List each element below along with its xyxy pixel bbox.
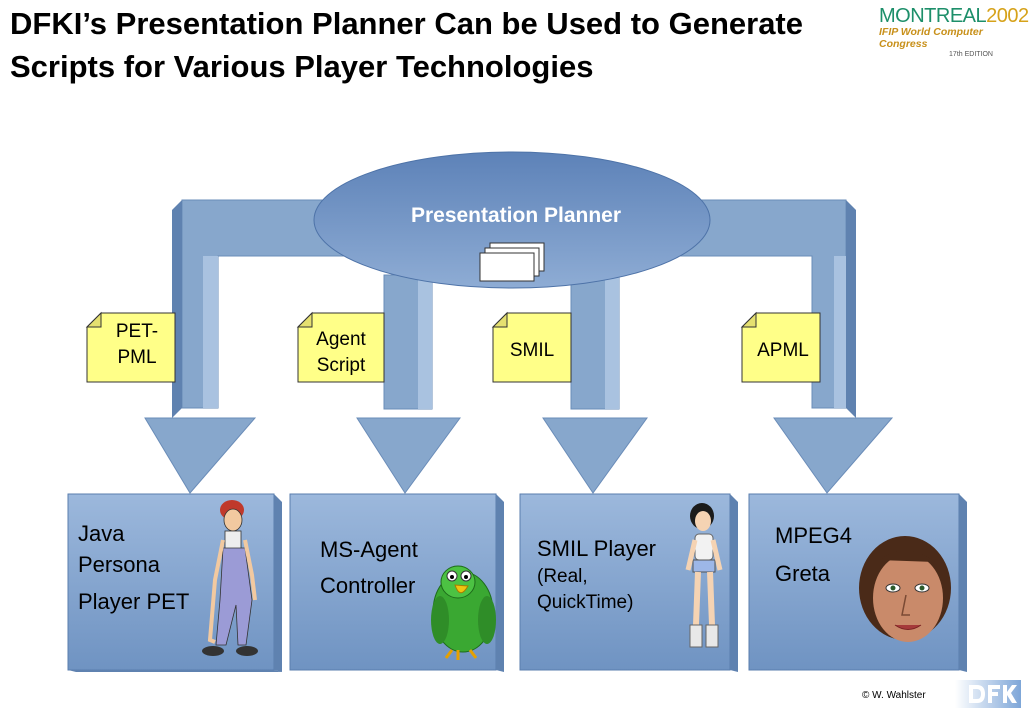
arrow-head-2 xyxy=(356,417,461,494)
connector-right-bar xyxy=(679,199,856,418)
note-apml-text: APML xyxy=(757,340,809,361)
player-java-persona-label: Java Persona Player PET xyxy=(78,521,190,614)
logo-montreal: MONTREAL xyxy=(879,5,987,27)
parrot-figure xyxy=(431,565,496,660)
player-smil-label: SMIL Player (Real, QuickTime) xyxy=(537,536,657,613)
logo-congress: IFIP World Computer Congress xyxy=(879,26,983,50)
persona-character-figure xyxy=(202,500,258,656)
arrow-head-1 xyxy=(144,417,257,494)
greta-face-figure xyxy=(859,536,951,642)
slide-title: DFKI’s Presentation Planner Can be Used … xyxy=(10,6,803,84)
note-agent-script-text: Agent Script xyxy=(316,329,366,376)
montreal-2002-logo: MONTREAL2002 IFIP World Computer Congres… xyxy=(879,5,1029,60)
planner-ellipse xyxy=(313,151,711,289)
logo-edition: 17th EDITION xyxy=(949,51,993,58)
connector-middle-right-bar xyxy=(570,274,620,410)
player-ms-agent-label: MS-Agent Controller xyxy=(320,537,418,598)
planner-title: Presentation Planner xyxy=(410,204,622,227)
arrow-head-4 xyxy=(773,417,894,494)
player-mpeg4-label: MPEG4 Greta xyxy=(775,523,853,586)
woman-figure xyxy=(685,503,723,648)
dfki-logo xyxy=(955,680,1021,708)
note-pet-pml-text: PET- PML xyxy=(115,321,159,368)
copyright-text: © W. Wahlster xyxy=(862,690,926,701)
note-smil-text: SMIL xyxy=(509,340,555,361)
stacked-documents-icon xyxy=(479,242,545,282)
arrow-head-3 xyxy=(542,417,648,494)
logo-year: 2002 xyxy=(986,5,1029,27)
connector-middle-left-bar xyxy=(383,274,433,410)
